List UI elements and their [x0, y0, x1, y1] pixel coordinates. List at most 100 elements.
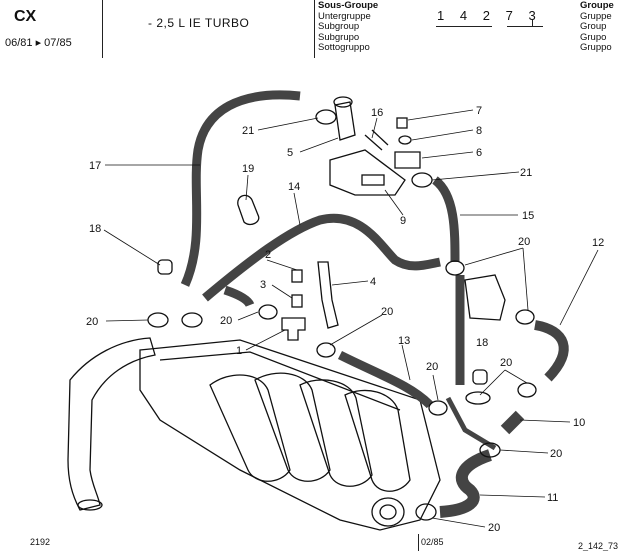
- leader-13: [401, 344, 411, 381]
- code-digit: 3: [528, 8, 542, 23]
- callout: 20: [86, 316, 98, 328]
- model-label: CX: [14, 8, 37, 25]
- footer-right: 2_142_73: [578, 541, 619, 551]
- leader-10: [519, 419, 571, 423]
- code-digit: 7: [505, 8, 519, 23]
- callout: 7: [476, 105, 482, 117]
- clamp-20f: [515, 309, 535, 325]
- clamp-20g: [428, 400, 448, 416]
- callout: 2: [265, 249, 271, 261]
- tube-16: [364, 129, 389, 151]
- code-tick: [532, 20, 533, 27]
- leader-20j: [431, 517, 486, 528]
- group-label-en: Group: [580, 21, 607, 32]
- callout: 1: [236, 345, 242, 357]
- subgroup-labels: Sous-Groupe Untergruppe Subgroup Subgrup…: [318, 0, 378, 54]
- leader-20h: [479, 369, 506, 396]
- code-underline: [436, 26, 492, 27]
- callout: 17: [89, 160, 101, 172]
- callout: 20: [550, 448, 562, 460]
- leader-7: [407, 109, 474, 121]
- years-label: 06/81 ▸ 07/85: [5, 37, 72, 49]
- clamp-20b: [181, 312, 203, 328]
- group-label-it: Gruppo: [580, 42, 612, 53]
- footer-left: 2192: [30, 537, 51, 547]
- hose-short: [223, 285, 255, 308]
- hoses-drawing: [180, 90, 569, 518]
- cap-18b: [472, 369, 488, 385]
- leader-5: [299, 137, 339, 153]
- clamp-20h: [465, 391, 491, 405]
- engine-cell: - 2,5 L IE TURBO: [102, 0, 315, 58]
- hose-10: [500, 410, 525, 435]
- throttle-bore: [379, 504, 397, 520]
- turbo-intake-pipe: [67, 337, 156, 511]
- header: CX 06/81 ▸ 07/85 - 2,5 L IE TURBO Sous-G…: [0, 0, 619, 60]
- code-digit: 4: [459, 8, 474, 23]
- leader-20i: [499, 449, 549, 454]
- clamp-20e: [445, 260, 465, 276]
- bracket-9: [329, 149, 406, 196]
- callout: 12: [592, 237, 604, 249]
- hose-link: [445, 396, 497, 451]
- clamp-21: [315, 109, 337, 125]
- callout: 15: [522, 210, 534, 222]
- clip-19: [237, 194, 260, 226]
- callout: 20: [381, 306, 393, 318]
- callout: 10: [573, 417, 585, 429]
- footer-divider: [418, 534, 419, 551]
- clamp-20c: [258, 304, 278, 320]
- callout: 20: [518, 236, 530, 248]
- clamp-20d: [316, 342, 336, 358]
- manifold-runner: [209, 374, 291, 482]
- callout: 9: [400, 215, 406, 227]
- callout: 4: [370, 276, 376, 288]
- model-cell: CX 06/81 ▸ 07/85: [0, 0, 103, 58]
- intake-manifold: [139, 339, 441, 531]
- footer-center: 02/85: [421, 537, 444, 547]
- callout: 20: [220, 315, 232, 327]
- hose-15: [431, 176, 460, 263]
- leader-20: [105, 319, 149, 322]
- valve-5-top: [333, 96, 353, 108]
- manifold-runner: [299, 379, 373, 487]
- leader-20c: [237, 311, 259, 321]
- nut-8: [398, 135, 412, 145]
- leader-6: [421, 151, 474, 159]
- callout: 16: [371, 107, 383, 119]
- bracket-9-slot: [361, 174, 385, 186]
- leader-2: [266, 259, 298, 271]
- leader-20f: [522, 247, 529, 311]
- fitting-6: [394, 151, 421, 169]
- leader-21b: [431, 171, 520, 181]
- callout: 18: [89, 223, 101, 235]
- callout: 20: [488, 522, 500, 534]
- callout: 5: [287, 147, 293, 159]
- manifold-edge: [159, 351, 401, 411]
- t-piece-1: [281, 317, 306, 341]
- leader-16: [371, 117, 378, 139]
- leader-18: [103, 229, 161, 266]
- subgroup-label-es: Subgrupo: [318, 31, 360, 43]
- clamp-20j: [415, 503, 437, 521]
- hose-14: [202, 213, 441, 302]
- engine-manifold-drawing: [67, 337, 441, 531]
- leader-12: [559, 249, 599, 326]
- callout: 21: [520, 167, 532, 179]
- callout: 19: [242, 163, 254, 175]
- subgroup-label-de: Untergruppe: [318, 10, 371, 22]
- leader-lines: [103, 109, 599, 528]
- clamp-20k: [517, 382, 537, 398]
- leader-19: [245, 174, 249, 201]
- leader-21: [257, 117, 319, 131]
- manifold-runner: [344, 389, 411, 492]
- leader-11: [479, 494, 546, 498]
- hose-11: [439, 449, 493, 518]
- callout: 21: [242, 125, 254, 137]
- code-underline: [507, 26, 543, 27]
- valve-5: [334, 101, 356, 141]
- hose-12: [533, 320, 569, 382]
- throttle-body: [371, 497, 405, 527]
- callout: 14: [288, 181, 300, 193]
